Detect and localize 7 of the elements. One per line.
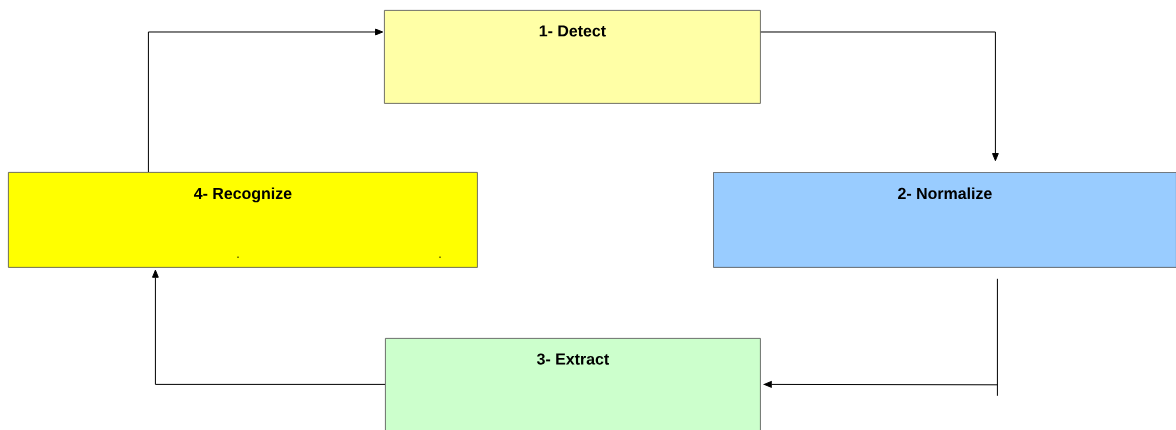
process-box: 2- Normalize — [713, 172, 1176, 268]
arrow — [760, 31, 999, 162]
process-box: 1- Detect — [384, 10, 761, 104]
arrow — [152, 269, 386, 385]
arrow — [763, 278, 998, 397]
process-box: 3- Extract — [385, 338, 761, 430]
arrow — [147, 28, 384, 173]
